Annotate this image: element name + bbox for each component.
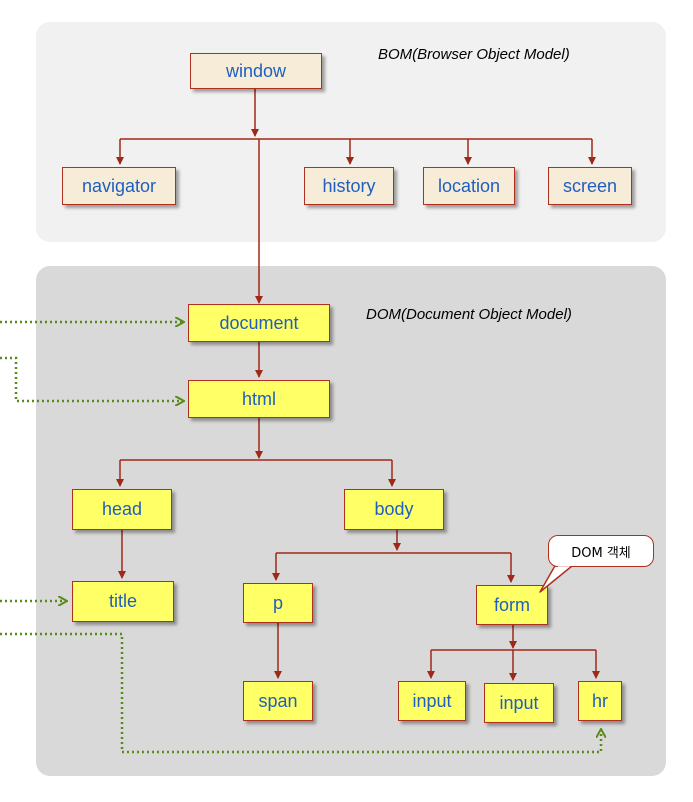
- dom-object-callout: DOM 객체: [548, 535, 654, 567]
- node-p: p: [243, 583, 313, 623]
- node-input-1: input: [398, 681, 466, 721]
- node-hr: hr: [578, 681, 622, 721]
- node-input-2: input: [484, 683, 554, 723]
- node-window: window: [190, 53, 322, 89]
- node-html: html: [188, 380, 330, 418]
- node-location: location: [423, 167, 515, 205]
- dom-title: DOM(Document Object Model): [366, 306, 572, 323]
- bom-title: BOM(Browser Object Model): [378, 46, 570, 63]
- node-screen: screen: [548, 167, 632, 205]
- node-document: document: [188, 304, 330, 342]
- node-history: history: [304, 167, 394, 205]
- node-form: form: [476, 585, 548, 625]
- bom-panel: [36, 22, 666, 242]
- node-navigator: navigator: [62, 167, 176, 205]
- node-span: span: [243, 681, 313, 721]
- node-title: title: [72, 581, 174, 622]
- node-head: head: [72, 489, 172, 530]
- node-body: body: [344, 489, 444, 530]
